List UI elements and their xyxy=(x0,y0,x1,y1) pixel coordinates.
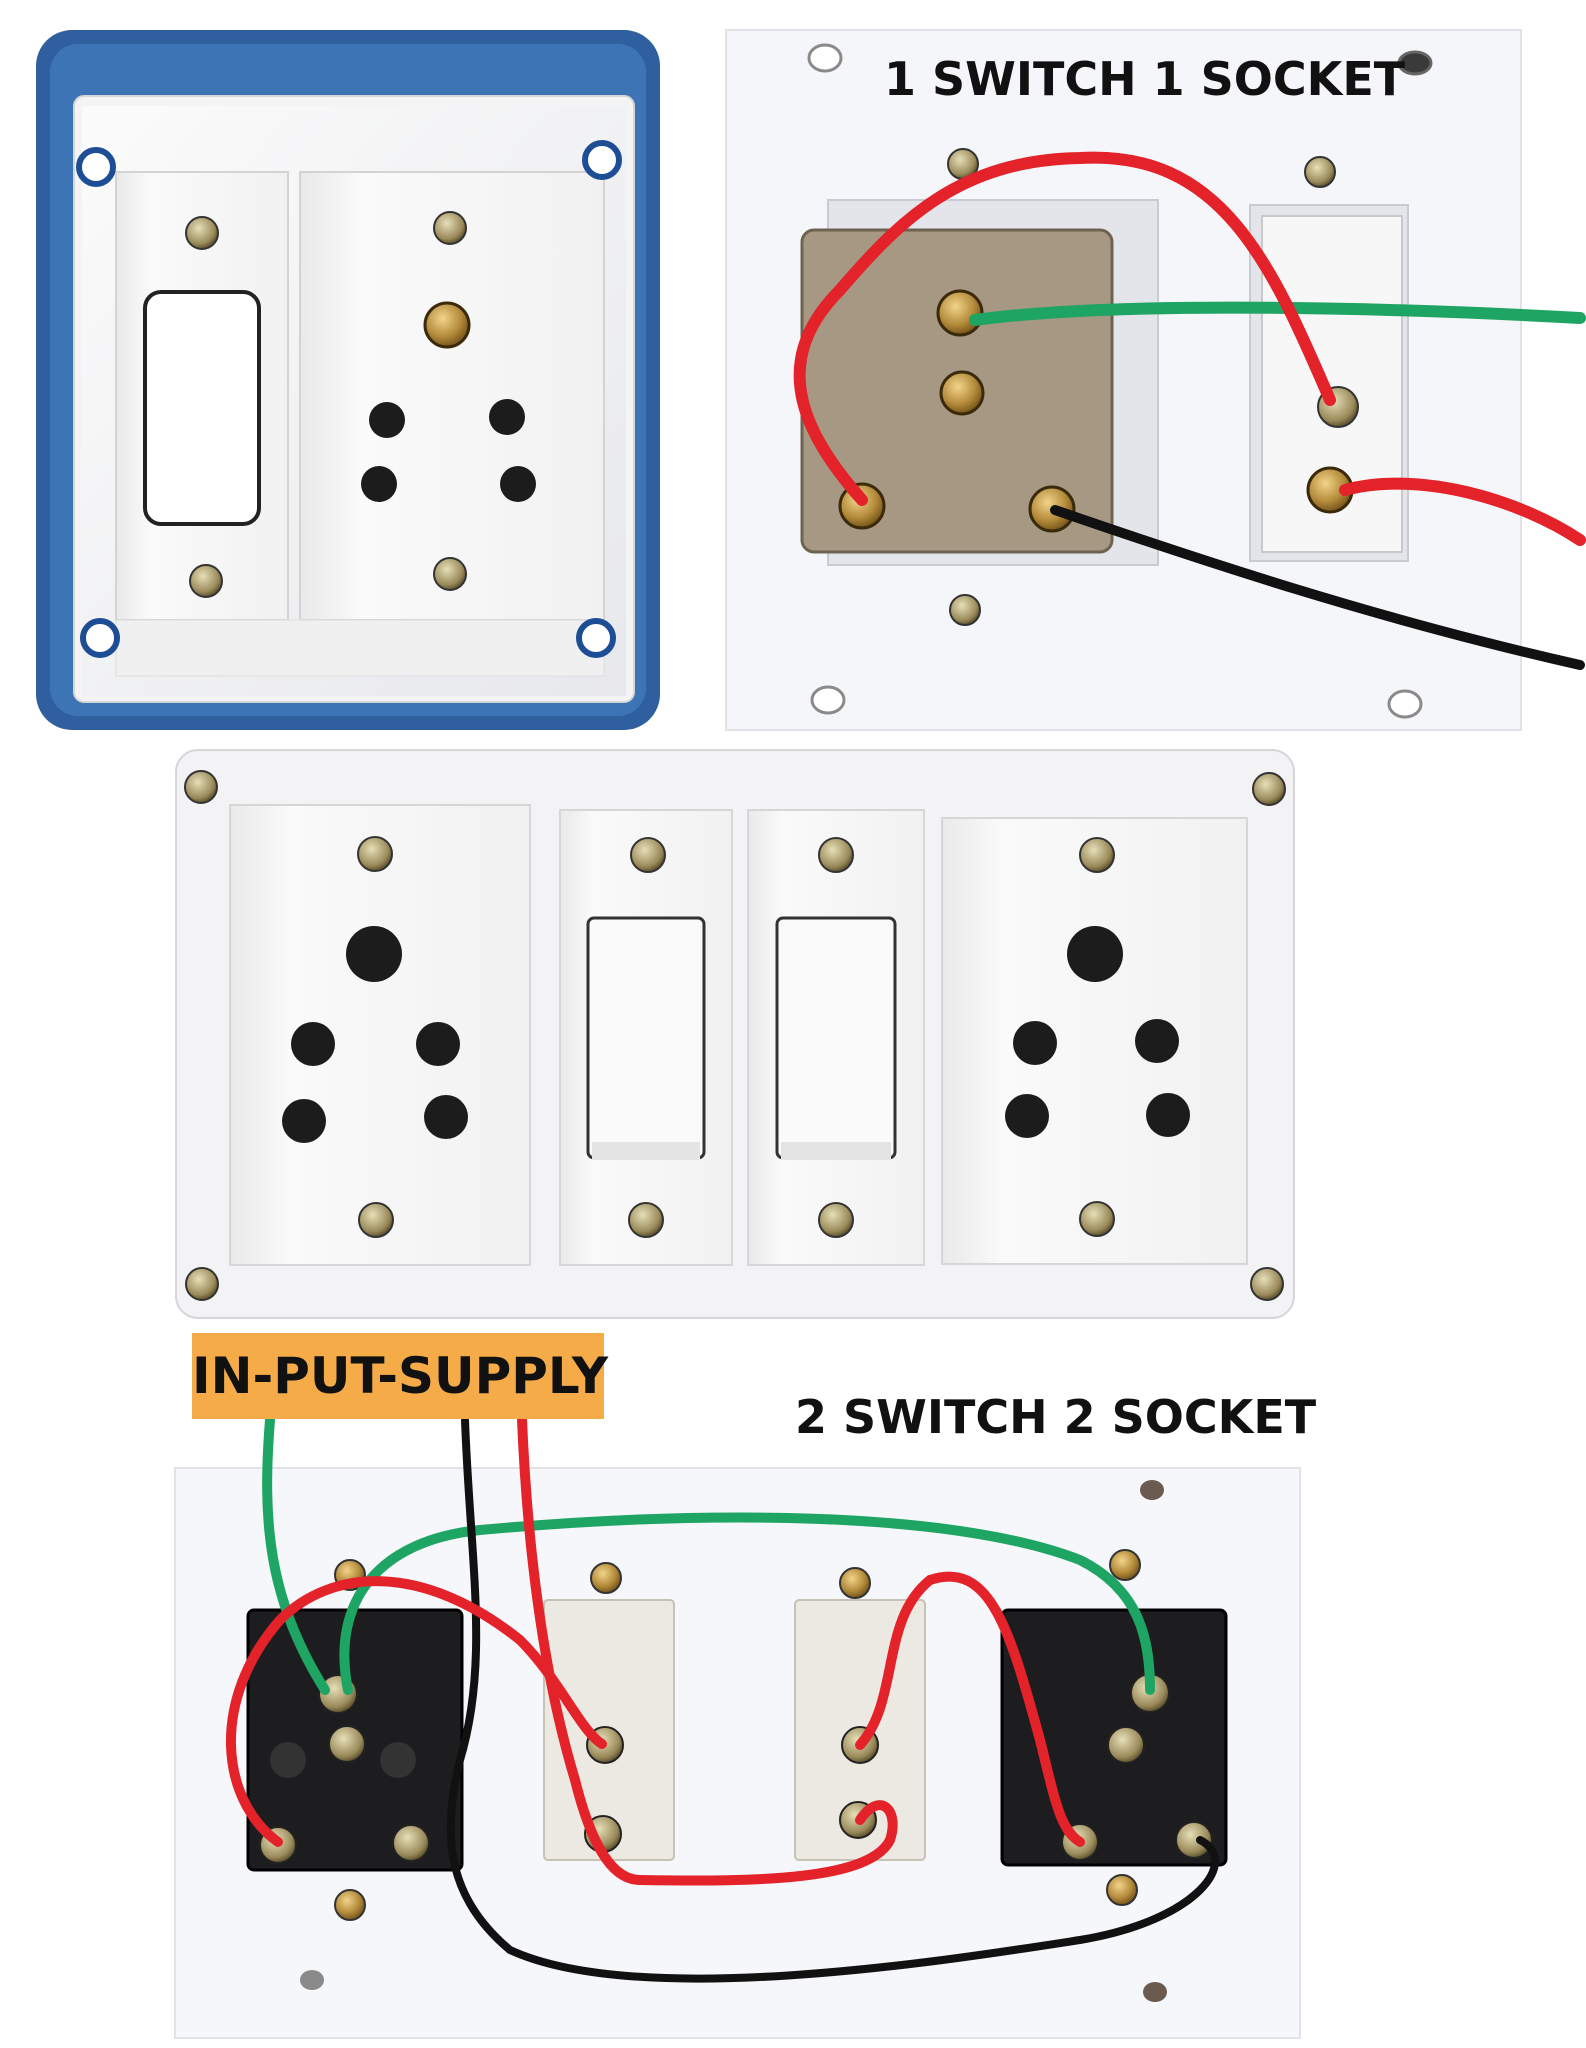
input-supply-tag: IN-PUT-SUPPLY xyxy=(192,1333,608,1419)
blue-enclosure-front xyxy=(36,30,660,730)
panel-2s2s-back xyxy=(174,1415,1301,2039)
panel-1s1s-back xyxy=(725,29,1586,731)
panel-1s1s-title: 1 SWITCH 1 SOCKET xyxy=(884,52,1406,106)
panel-2s2s-front xyxy=(175,749,1295,1319)
panel-2s2s-title: 2 SWITCH 2 SOCKET xyxy=(795,1390,1317,1444)
